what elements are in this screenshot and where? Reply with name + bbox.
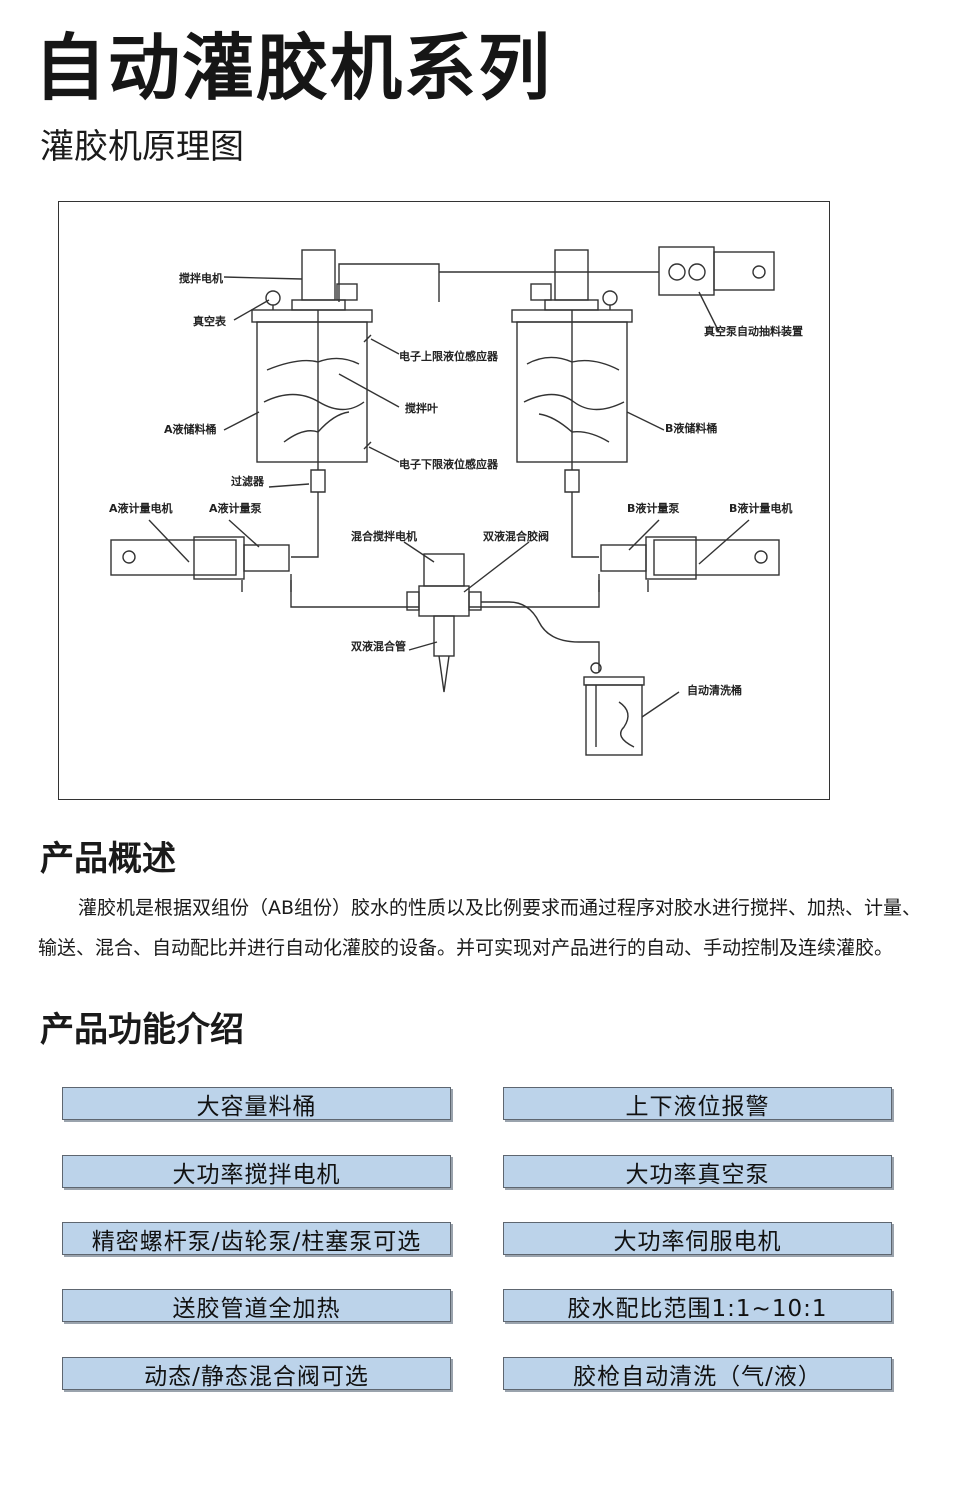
upper-sensor-a xyxy=(363,334,372,343)
filter-a xyxy=(310,469,326,493)
overview-text: 灌胶机是根据双组份（AB组份）胶水的性质以及比例要求而通过程序对胶水进行搅拌、加… xyxy=(38,888,923,968)
feature-item: 大容量料桶 xyxy=(62,1087,451,1120)
b-meter-motor xyxy=(653,539,780,576)
vacuum-gauge-b xyxy=(602,290,618,306)
feature-item: 大功率真空泵 xyxy=(503,1155,892,1188)
stir-motor-a xyxy=(301,249,336,301)
mix-tube xyxy=(433,615,455,657)
label-mix-motor: 混合搅拌电机 xyxy=(351,529,417,543)
a-meter-pump xyxy=(243,544,290,572)
features-heading: 产品功能介绍 xyxy=(40,1010,244,1050)
label-mix-valve: 双液混合胶阀 xyxy=(483,529,549,543)
feature-item: 胶枪自动清洗（气/液） xyxy=(503,1357,892,1390)
label-clean-bucket: 自动清洗桶 xyxy=(687,683,742,697)
label-mix-tube: 双液混合管 xyxy=(351,639,406,653)
vacuum-gauge-a xyxy=(265,290,281,306)
label-impeller: 搅拌叶 xyxy=(405,401,438,415)
label-filter: 过滤器 xyxy=(231,474,265,488)
a-meter-motor xyxy=(110,539,237,576)
label-b-meter-motor: B液计量电机 xyxy=(729,501,792,515)
b-meter-pump xyxy=(600,544,647,572)
clean-bucket xyxy=(585,684,643,756)
label-b-meter-pump: B液计量泵 xyxy=(627,501,679,515)
label-a-tank: A液储料桶 xyxy=(164,422,217,436)
feed-pipe xyxy=(290,574,419,608)
vacuum-pump-unit xyxy=(658,246,715,296)
label-lower-sensor: 电子下限液位感应器 xyxy=(399,457,499,471)
schematic-drawing: 搅拌电机 真空表 电子上限液位感应器 搅拌叶 A液储料桶 电子下限液位感应器 过… xyxy=(109,246,803,756)
label-a-meter-motor: A液计量电机 xyxy=(109,501,173,515)
cleaning-hose xyxy=(481,601,600,672)
label-vacuum-gauge: 真空表 xyxy=(193,314,227,328)
feature-item: 动态/静态混合阀可选 xyxy=(62,1357,451,1390)
filter-b xyxy=(564,469,580,493)
label-a-meter-pump: A液计量泵 xyxy=(209,501,262,515)
overview-heading: 产品概述 xyxy=(40,839,176,879)
page-title: 自动灌胶机系列 xyxy=(34,26,553,110)
feature-item: 大功率搅拌电机 xyxy=(62,1155,451,1188)
stir-motor-b xyxy=(554,249,589,301)
feature-item: 送胶管道全加热 xyxy=(62,1289,451,1322)
overview-paragraph: 灌胶机是根据双组份（AB组份）胶水的性质以及比例要求而通过程序对胶水进行搅拌、加… xyxy=(38,897,922,959)
tank-a-lid xyxy=(251,309,373,323)
schematic-diagram: 搅拌电机 真空表 电子上限液位感应器 搅拌叶 A液储料桶 电子下限液位感应器 过… xyxy=(58,201,830,800)
feature-item: 精密螺杆泵/齿轮泵/柱塞泵可选 xyxy=(62,1222,451,1255)
lower-sensor-a xyxy=(363,441,372,450)
impeller-a-top xyxy=(266,357,360,371)
diagram-subtitle: 灌胶机原理图 xyxy=(40,127,244,167)
impeller-a-bottom xyxy=(283,411,350,443)
feature-item: 大功率伺服电机 xyxy=(503,1222,892,1255)
label-b-tank: B液储料桶 xyxy=(665,421,717,435)
mix-valve xyxy=(418,585,470,617)
label-stir-motor: 搅拌电机 xyxy=(179,271,223,285)
label-upper-sensor: 电子上限液位感应器 xyxy=(399,349,499,363)
vacuum-pipe xyxy=(338,263,440,302)
label-vacuum-pump: 真空泵自动抽料装置 xyxy=(704,324,803,338)
feature-item: 胶水配比范围1:1~10:1 xyxy=(503,1289,892,1322)
feature-item: 上下液位报警 xyxy=(503,1087,892,1120)
tank-a xyxy=(256,321,368,463)
clean-bucket-lid xyxy=(583,676,645,686)
